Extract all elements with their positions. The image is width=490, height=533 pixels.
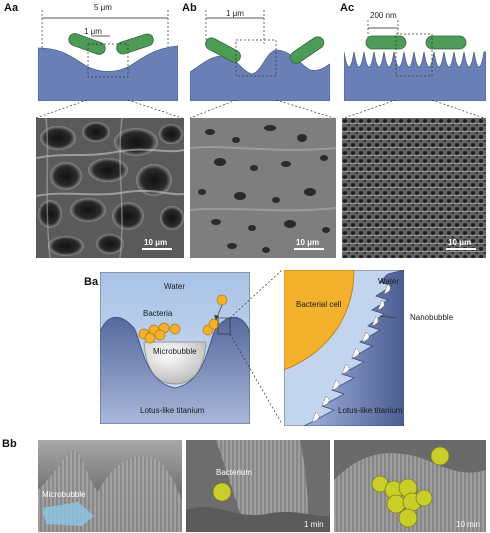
bb-sem-image-3: 10 min (334, 440, 486, 532)
ab-scalebar (294, 248, 324, 250)
ac-schematic-svg (343, 20, 487, 102)
aa-bacterium-left (68, 33, 106, 55)
ac-sem-scale: 10 μm (448, 238, 472, 247)
ba-nanobubble-label: Nanobubble (410, 313, 454, 322)
bb-bacteria-cluster (371, 446, 450, 528)
ba-left-svg (99, 271, 251, 425)
ac-bacterium-left (365, 35, 407, 50)
panel-label-ba: Ba (84, 276, 99, 288)
aa-scale-top: 5 μm (94, 3, 112, 12)
ac-zoom-lines (343, 100, 485, 119)
ab-schematic-svg (189, 10, 331, 102)
panel-ac-schematic (343, 6, 487, 102)
ac-substrate (343, 51, 487, 102)
ba-bacteria-label: Bacteria (143, 309, 173, 318)
aa-schematic-svg (37, 10, 179, 102)
aa-bacterium-right (116, 33, 154, 55)
ba-zoom-box (217, 317, 231, 335)
aa-zoom-lines (35, 100, 183, 119)
ab-bacterium-left (205, 37, 241, 63)
aa-substrate (37, 45, 179, 102)
ab-scale-top: 1 μm (226, 9, 244, 18)
ba-connector-lines (229, 269, 283, 425)
aa-sem-image: 10 μm (36, 118, 184, 258)
ba-substrate (99, 316, 251, 425)
panel-label-ab: Ab (182, 2, 197, 14)
ab-sem-image: 10 μm (190, 118, 336, 258)
bb-microbubble-label: Microbubble (42, 490, 86, 499)
ba-lotus-right: Lotus-like titanium (338, 406, 403, 415)
aa-scale-inner: 1 μm (84, 27, 102, 36)
ba-microbubble (143, 341, 207, 385)
ab-sem-scale: 10 μm (296, 238, 320, 247)
ba-bacterial-cell-label: Bacterial cell (296, 300, 342, 309)
ab-zoom-box (235, 39, 277, 77)
ba-lotus-left: Lotus-like titanium (140, 406, 205, 415)
aa-sem-scale: 10 μm (144, 238, 168, 247)
panel-label-aa: Aa (4, 2, 19, 14)
bb-time-2: 10 min (456, 520, 481, 529)
aa-scalebar (142, 248, 172, 250)
bb-microbubble-overlay (42, 502, 94, 526)
ac-scale-top: 200 nm (370, 11, 397, 20)
bb-bacterium-particle (212, 482, 232, 502)
ba-bacterial-cell (283, 269, 355, 371)
aa-zoom-box (87, 43, 129, 78)
ba-nanobubbles (311, 283, 391, 423)
ba-water-right: Water (378, 277, 400, 286)
ba-right-svg (283, 269, 405, 427)
panel-ab-schematic (189, 6, 331, 102)
ac-bacterium-right (425, 35, 467, 50)
ba-water-left: Water (164, 282, 186, 291)
ab-substrate (189, 49, 331, 102)
ba-microbubble-label: Microbubble (153, 347, 197, 356)
ab-bacterium-right (289, 36, 325, 64)
panel-label-ac: Ac (340, 2, 355, 14)
panel-aa-schematic (37, 6, 179, 102)
bb-time-1: 1 min (304, 520, 324, 529)
ac-sem-image: 10 μm (342, 118, 486, 258)
bb-bacterium-label: Bacterium (216, 468, 253, 477)
ba-right-schematic (283, 269, 405, 427)
panel-label-bb: Bb (2, 438, 17, 450)
bb-sem-image-1: Microbubble (38, 440, 182, 532)
ac-scalebar (446, 248, 476, 250)
ab-zoom-lines (189, 100, 335, 119)
bb-sem-image-2: Bacterium 1 min (186, 440, 330, 532)
ac-zoom-box (395, 33, 433, 77)
ba-bacteria-group (138, 294, 228, 344)
ba-left-schematic (99, 271, 251, 425)
